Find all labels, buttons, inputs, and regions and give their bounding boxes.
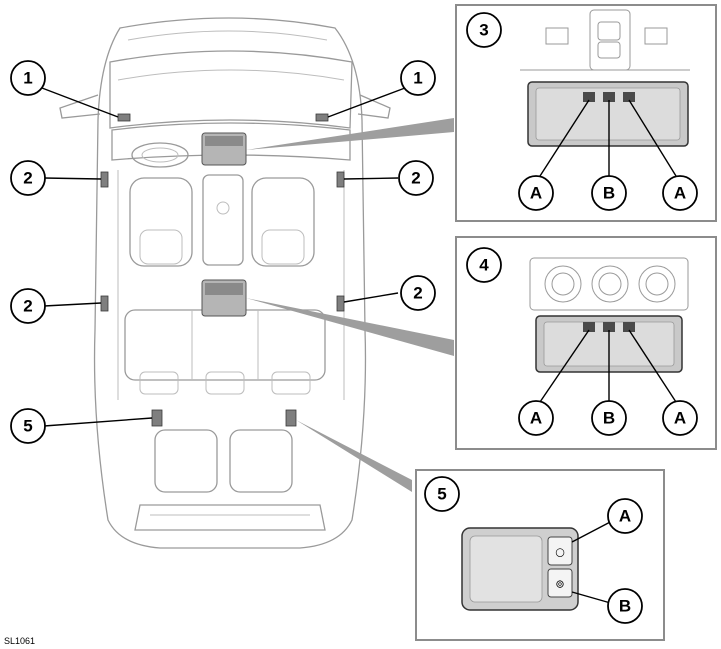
svg-text:5: 5 [23,417,32,436]
panel-4-number: 4 [479,256,489,275]
svg-text:1: 1 [413,69,422,88]
front-right-lamp-marker [315,113,329,122]
svg-text:2: 2 [23,169,32,188]
svg-text:A: A [530,409,542,428]
callout-door-rear-right: 2 [400,275,436,311]
svg-text:B: B [619,597,631,616]
svg-text:A: A [674,409,686,428]
vehicle-top-view [59,17,391,549]
svg-text:2: 2 [23,297,32,316]
svg-text:A: A [674,184,686,203]
detail-panel-front-console: 3 A B A [455,4,717,222]
load-left-lamp-marker [151,409,163,427]
callout-front-right: 1 [400,60,436,96]
load-right-lamp-marker [285,409,297,427]
callout-front-left: 1 [10,60,46,96]
connector-wedge-4 [246,298,454,356]
callout-door-front-left: 2 [10,160,46,196]
detail-panel-load-space-lamp: ○ ⊚ 5 A B [415,469,665,641]
svg-text:A: A [619,507,631,526]
svg-text:1: 1 [23,69,32,88]
callout-door-front-right: 2 [398,160,434,196]
front-left-lamp-marker [117,113,131,122]
detail-panel-rear-console: 4 A B A [455,236,717,450]
door-front-left-lamp-marker [100,171,109,188]
connector-wedge-5 [296,420,412,492]
svg-text:2: 2 [411,169,420,188]
figure-code: SL1061 [4,636,35,646]
door-front-right-lamp-marker [336,171,345,188]
svg-text:B: B [603,184,615,203]
connector-wedge-3 [246,118,454,150]
callout-door-rear-left: 2 [10,288,46,324]
svg-text:B: B [603,409,615,428]
front-console-lamp-on-car [201,132,247,166]
rear-console-lamp-on-car [201,279,247,317]
svg-text:A: A [530,184,542,203]
panel-5-number: 5 [437,485,446,504]
callout-load-space: 5 [10,408,46,444]
door-rear-right-lamp-marker [336,295,345,312]
door-rear-left-lamp-marker [100,295,109,312]
light-on-symbol: ○ [555,546,565,559]
svg-text:2: 2 [413,284,422,303]
panel-3-number: 3 [479,21,488,40]
light-auto-symbol: ⊚ [555,578,564,591]
